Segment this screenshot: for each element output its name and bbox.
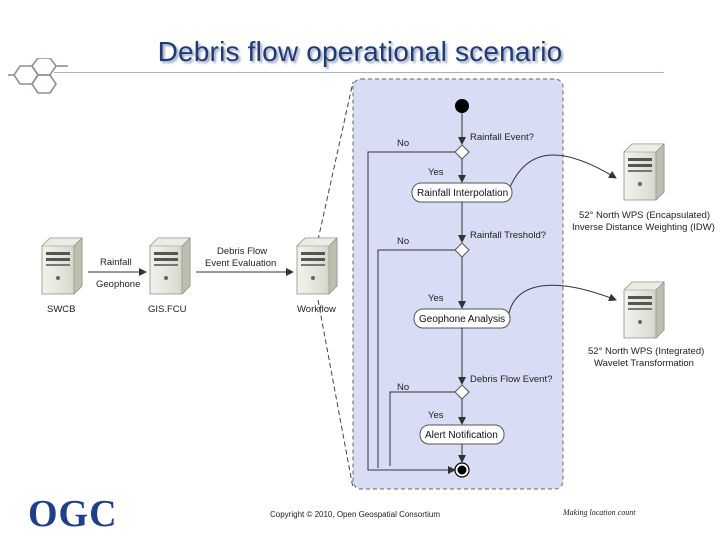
- server-swcb-icon: [41, 237, 83, 295]
- edge-debris-eval-line1: Debris Flow: [217, 246, 267, 257]
- wps-integrated-line2: Wavelet Transformation: [594, 358, 694, 369]
- ogc-logo: OGC: [28, 493, 118, 532]
- no-label-3: No: [397, 382, 409, 393]
- decision-rainfall-threshold-label: Rainfall Treshold?: [470, 230, 546, 241]
- activity-rainfall-interpolation-label: Rainfall Interpolation: [417, 188, 508, 199]
- server-workflow-icon: [296, 237, 338, 295]
- edge-interp-wps: [507, 154, 617, 193]
- no-path-1: [367, 151, 456, 474]
- title-divider: [54, 72, 664, 73]
- activity-geophone-analysis-label: Geophone Analysis: [419, 314, 505, 325]
- decorative-hexagons: [8, 58, 68, 94]
- server-gisfcu-icon: [149, 237, 191, 295]
- edge-debris-eval-line2: Event Evaluation: [205, 258, 276, 269]
- footer-tagline: Making location count: [563, 508, 636, 517]
- server-workflow-label: Workflow: [297, 304, 336, 315]
- decision-rainfall-event-label: Rainfall Event?: [470, 132, 534, 143]
- server-wps-encapsulated-icon: [623, 143, 665, 201]
- activity-alert-notification-label: Alert Notification: [425, 430, 498, 441]
- edge-rainfall-label: Rainfall: [100, 257, 132, 268]
- server-wps-integrated-icon: [623, 281, 665, 339]
- wps-integrated-line1: 52° North WPS (Integrated): [588, 346, 704, 357]
- decision-debris-flow-event-label: Debris Flow Event?: [470, 374, 552, 385]
- yes-label-1: Yes: [428, 167, 444, 178]
- yes-label-3: Yes: [428, 410, 444, 421]
- no-path-3: [389, 391, 455, 466]
- workflow-panel: [352, 78, 564, 490]
- edge-geophone-label: Geophone: [96, 279, 140, 290]
- no-label-1: No: [397, 138, 409, 149]
- no-path-2: [377, 249, 455, 468]
- start-node: [455, 99, 469, 113]
- edge-geophone-wps: [507, 284, 617, 319]
- server-gisfcu-label: GIS.FCU: [148, 304, 187, 315]
- svg-text:OGC: OGC: [28, 493, 118, 532]
- yes-label-2: Yes: [428, 293, 444, 304]
- page-title: Debris flow operational scenario: [157, 36, 563, 67]
- server-swcb-label: SWCB: [47, 304, 76, 315]
- wps-encapsulated-line2: Inverse Distance Weighting (IDW): [572, 222, 715, 233]
- wps-encapsulated-line1: 52° North WPS (Encapsulated): [579, 210, 710, 221]
- projection-line-bottom: [317, 299, 354, 489]
- projection-line-top: [317, 81, 354, 241]
- workflow-diagram: SWCB GIS.FCU Workflow Rainfall Geophone …: [41, 78, 715, 490]
- no-label-2: No: [397, 236, 409, 247]
- footer-copyright: Copyright © 2010, Open Geospatial Consor…: [270, 510, 440, 519]
